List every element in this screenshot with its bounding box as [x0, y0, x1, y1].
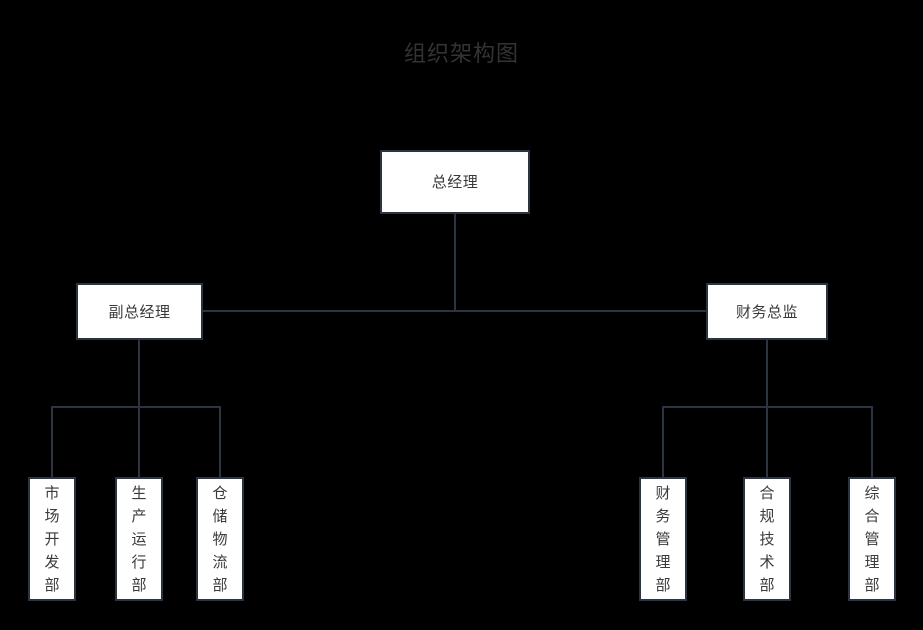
- node-label: 市场开发部: [44, 483, 60, 594]
- connector-vp-drop: [138, 340, 140, 407]
- node-financial-director[interactable]: 财务总监: [706, 283, 828, 340]
- connector-left-bus: [51, 406, 221, 408]
- connector-leaf4-drop: [662, 406, 664, 477]
- connector-root-drop: [454, 214, 456, 311]
- node-label: 财务管理部: [655, 483, 671, 594]
- connector-cfo-drop: [766, 340, 768, 407]
- node-production-operation-dept[interactable]: 生产运行部: [115, 477, 163, 601]
- node-label: 合规技术部: [759, 483, 775, 594]
- node-deputy-general-manager[interactable]: 副总经理: [76, 283, 203, 340]
- node-general-management-dept[interactable]: 综合管理部: [848, 477, 896, 601]
- connector-leaf6-drop: [871, 406, 873, 477]
- connector-leaf5-drop: [766, 406, 768, 477]
- connector-leaf1-drop: [51, 406, 53, 477]
- node-general-manager[interactable]: 总经理: [380, 150, 530, 214]
- node-label: 总经理: [431, 173, 479, 191]
- connector-leaf3-drop: [219, 406, 221, 477]
- node-label: 副总经理: [108, 302, 171, 321]
- node-compliance-technology-dept[interactable]: 合规技术部: [743, 477, 791, 601]
- connector-level1-bus: [202, 310, 707, 312]
- node-label: 综合管理部: [864, 483, 880, 594]
- node-warehouse-logistics-dept[interactable]: 仓储物流部: [196, 477, 244, 601]
- node-label: 财务总监: [735, 302, 798, 321]
- connector-leaf2-drop: [138, 406, 140, 477]
- node-finance-management-dept[interactable]: 财务管理部: [639, 477, 687, 601]
- page-title: 组织架构图: [403, 42, 519, 67]
- node-label: 生产运行部: [131, 483, 147, 594]
- node-label: 仓储物流部: [212, 483, 228, 594]
- node-market-development-dept[interactable]: 市场开发部: [28, 477, 76, 601]
